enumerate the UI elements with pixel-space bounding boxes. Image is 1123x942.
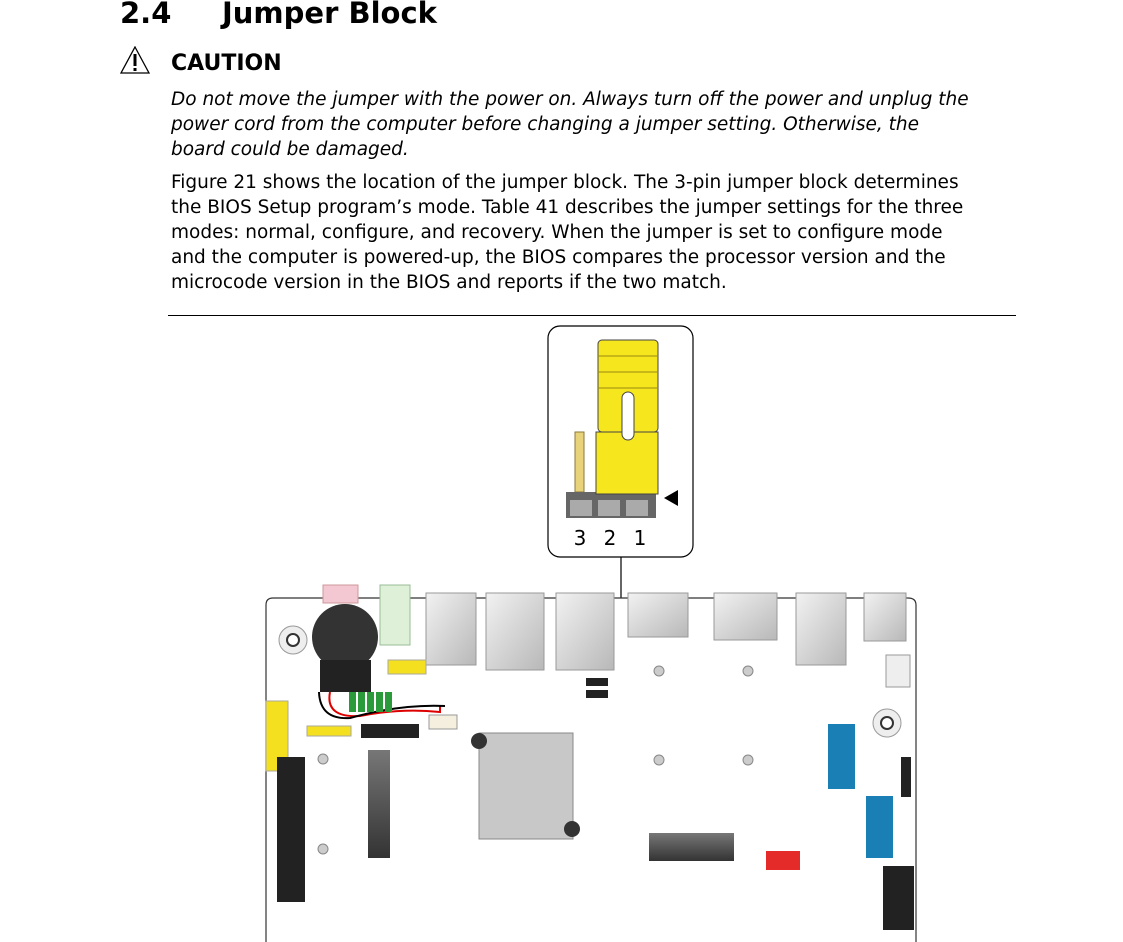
warning-triangle-icon: [120, 46, 150, 74]
pin-label: 2: [604, 526, 617, 550]
pin-label: 3: [574, 526, 587, 550]
pin-label: 1: [634, 526, 647, 550]
io-ports: [425, 592, 907, 671]
body-line: and the computer is powered-up, the BIOS…: [171, 247, 946, 268]
caution-text: Do not move the jumper with the power on…: [171, 87, 969, 162]
jumper-block-location: [586, 678, 608, 698]
pin1-arrow-icon: [664, 490, 678, 506]
caution-line: board could be damaged.: [171, 139, 409, 160]
body-paragraph: Figure 21 shows the location of the jump…: [171, 170, 963, 295]
jumper-callout: 3 2 1: [547, 325, 694, 683]
figure-top-rule: [168, 315, 1016, 316]
board-diagram: [265, 584, 917, 942]
caution-line: Do not move the jumper with the power on…: [171, 89, 969, 110]
caution-line: power cord from the computer before chan…: [171, 114, 920, 135]
section-title: Jumper Block: [222, 0, 437, 30]
caution-label: CAUTION: [171, 51, 282, 76]
section-number: 2.4: [120, 0, 172, 30]
body-line: modes: normal, configure, and recovery. …: [171, 222, 943, 243]
jumper-cap: [595, 339, 659, 495]
body-line: the BIOS Setup program’s mode. Table 41 …: [171, 197, 964, 218]
body-line: Figure 21 shows the location of the jump…: [171, 172, 959, 193]
body-line: microcode version in the BIOS and report…: [171, 272, 727, 293]
